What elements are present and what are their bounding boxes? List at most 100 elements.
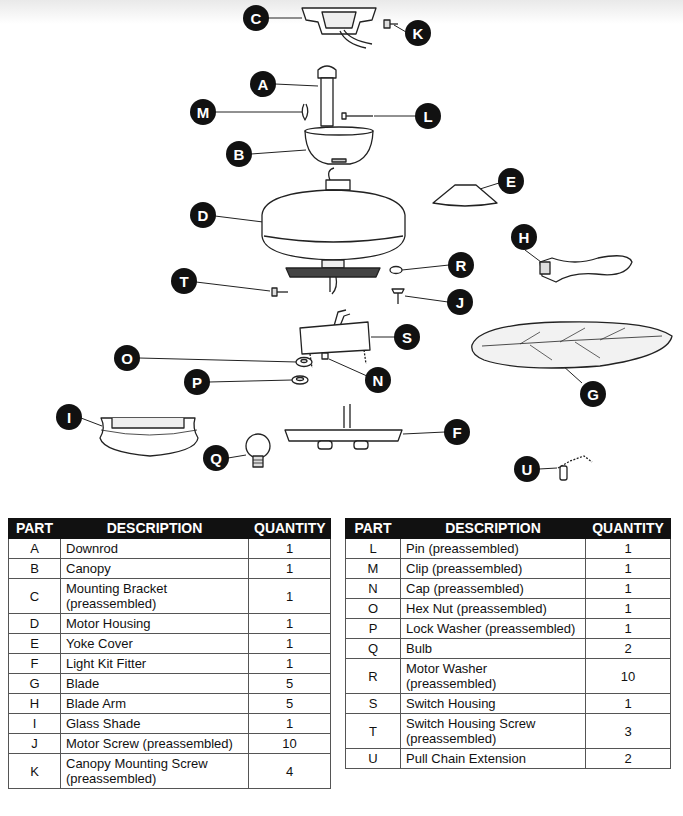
table-cell: G <box>9 674 61 694</box>
table-header: PART <box>346 519 401 539</box>
callout-number: S <box>394 324 420 350</box>
canopy-screw <box>384 20 398 28</box>
table-cell: 3 <box>586 714 671 749</box>
table-cell: E <box>9 634 61 654</box>
callout-letter: L <box>423 109 432 124</box>
lock-washer <box>292 376 308 384</box>
callout-letter: A <box>258 77 269 92</box>
table-cell: Light Kit Fitter <box>61 654 249 674</box>
callout-letter: K <box>413 26 424 41</box>
table-header: QUANTITY <box>586 519 671 539</box>
table-header: DESCRIPTION <box>61 519 249 539</box>
table-cell: F <box>9 654 61 674</box>
motor-screw <box>392 289 404 304</box>
callout-letter: D <box>198 208 209 223</box>
table-cell: L <box>346 539 401 559</box>
table-cell: 1 <box>249 579 331 614</box>
table-header: QUANTITY <box>249 519 331 539</box>
table-cell: 10 <box>249 734 331 754</box>
table-cell: A <box>9 539 61 559</box>
callout-number: C <box>243 5 269 31</box>
callout-number: B <box>226 141 252 167</box>
table-cell: Hex Nut (preassembled) <box>401 599 586 619</box>
table-cell: T <box>346 714 401 749</box>
callout-number: Q <box>203 445 229 471</box>
table-cell: Canopy Mounting Screw (preassembled) <box>61 754 249 789</box>
callout-letter: J <box>456 295 464 310</box>
table-header: PART <box>9 519 61 539</box>
table-cell: J <box>9 734 61 754</box>
bulb <box>246 434 270 467</box>
table-cell: Blade Arm <box>61 694 249 714</box>
table-cell: 5 <box>249 694 331 714</box>
table-cell: Cap (preassembled) <box>401 579 586 599</box>
table-cell: 10 <box>586 659 671 694</box>
light-kit-fitter <box>285 404 402 449</box>
callout-number: G <box>580 381 606 407</box>
blade <box>472 322 672 368</box>
table-cell: 1 <box>249 559 331 579</box>
table-cell: U <box>346 749 401 769</box>
switch-housing-screw <box>272 288 288 296</box>
pull-chain <box>558 456 592 480</box>
callout-letter: M <box>197 105 210 120</box>
mounting-bracket <box>302 8 376 48</box>
callout-letter: T <box>179 274 188 289</box>
callout-letter: I <box>67 410 71 425</box>
table-cell: H <box>9 694 61 714</box>
parts-table: PARTDESCRIPTIONQUANTITYLPin (preassemble… <box>345 518 671 769</box>
callout-letter: F <box>452 425 461 440</box>
table-cell: 2 <box>586 749 671 769</box>
table-cell: Blade <box>61 674 249 694</box>
callout-number: T <box>171 268 197 294</box>
table-cell: 1 <box>249 539 331 559</box>
callout-number: I <box>56 404 82 430</box>
table-cell: 1 <box>249 634 331 654</box>
blade-arm <box>540 256 632 282</box>
clip <box>302 104 308 120</box>
table-cell: 1 <box>249 654 331 674</box>
cap <box>322 353 328 359</box>
motor-housing <box>262 168 405 294</box>
table-cell: 1 <box>249 714 331 734</box>
callout-number: E <box>498 168 524 194</box>
table-cell: M <box>346 559 401 579</box>
table-cell: Pull Chain Extension <box>401 749 586 769</box>
table-cell: Motor Housing <box>61 614 249 634</box>
table-cell: Bulb <box>401 639 586 659</box>
callout-letter: P <box>192 375 202 390</box>
callout-letter: C <box>251 11 262 26</box>
callout-letter: U <box>522 462 533 477</box>
table-cell: Clip (preassembled) <box>401 559 586 579</box>
table-cell: P <box>346 619 401 639</box>
callout-number: K <box>405 20 431 46</box>
hex-nut <box>296 358 312 367</box>
callout-letter: B <box>234 147 245 162</box>
table-cell: O <box>346 599 401 619</box>
table-cell: Yoke Cover <box>61 634 249 654</box>
callout-number: O <box>114 345 140 371</box>
table-cell: 1 <box>586 539 671 559</box>
callout-number: J <box>447 289 473 315</box>
table-cell: R <box>346 659 401 694</box>
table-cell: 1 <box>586 599 671 619</box>
callout-letter: O <box>121 351 133 366</box>
table-cell: Pin (preassembled) <box>401 539 586 559</box>
callout-letter: H <box>519 230 530 245</box>
callout-number: U <box>514 456 540 482</box>
callout-letter: Q <box>210 451 222 466</box>
glass-shade <box>100 418 198 456</box>
table-cell: 1 <box>586 559 671 579</box>
callout-letter: G <box>587 387 599 402</box>
table-cell: I <box>9 714 61 734</box>
table-cell: S <box>346 694 401 714</box>
callout-number: P <box>184 369 210 395</box>
canopy <box>305 127 373 164</box>
table-cell: 1 <box>586 694 671 714</box>
table-cell: 1 <box>586 619 671 639</box>
table-cell: Switch Housing <box>401 694 586 714</box>
callout-number: D <box>190 202 216 228</box>
yoke-cover <box>433 185 497 206</box>
leader-lines <box>81 18 582 469</box>
callout-number: M <box>190 99 216 125</box>
